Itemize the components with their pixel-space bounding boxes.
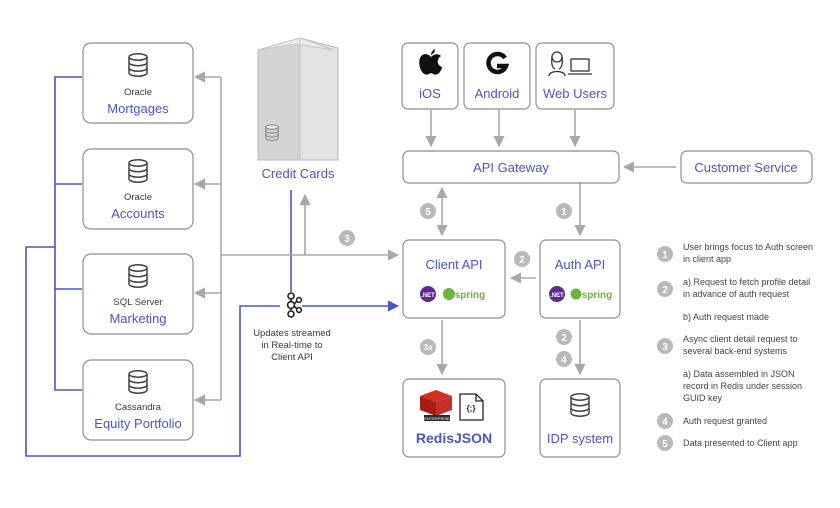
source-db-label: Cassandra <box>115 402 162 413</box>
source-db-label: Oracle <box>124 192 152 203</box>
legend-item: 1 User brings focus to Auth screen in cl… <box>657 242 813 264</box>
source-mortgages: Oracle Mortgages <box>82 42 194 124</box>
source-name: Accounts <box>111 206 165 221</box>
source-db-label: SQL Server <box>113 297 162 308</box>
kafka-icon <box>286 292 303 318</box>
source-marketing: SQL Server Marketing <box>82 253 194 335</box>
svg-text:3a: 3a <box>424 343 433 352</box>
svg-text:5: 5 <box>425 207 431 218</box>
stream-caption-line-1: Updates streamed <box>253 328 331 339</box>
apple-icon <box>419 49 442 75</box>
svg-text:3: 3 <box>344 234 350 245</box>
svg-text:3: 3 <box>662 342 668 353</box>
svg-text:5: 5 <box>662 439 668 450</box>
legend-item: b) Auth request made <box>683 312 769 322</box>
svg-text:a) Data assembled in JSON: a) Data assembled in JSON <box>683 369 795 379</box>
idp-label: IDP system <box>547 431 613 446</box>
stream-node: Updates streamed in Real-time to Client … <box>253 292 331 363</box>
auth-api: Auth API .NET spring <box>539 239 621 319</box>
legend-item: a) Data assembled in JSON record in Redi… <box>683 369 802 403</box>
source-name: Marketing <box>109 311 166 326</box>
step-badge-1: 1 <box>556 203 572 219</box>
legend-item: 3 Async client detail request to several… <box>657 334 798 356</box>
svg-text:2: 2 <box>519 255 525 266</box>
svg-text:spring: spring <box>582 290 613 301</box>
source-db-label: Oracle <box>124 87 152 98</box>
server-rack-icon <box>257 37 339 161</box>
source-name: Equity Portfolio <box>94 416 181 431</box>
client-label: iOS <box>419 86 441 101</box>
step-badge-4: 4 <box>556 351 572 367</box>
svg-text:User brings focus to Auth scre: User brings focus to Auth screen <box>683 242 813 252</box>
client-api-label: Client API <box>425 257 482 272</box>
source-equity-portfolio: Cassandra Equity Portfolio <box>82 359 194 441</box>
client-ios: iOS <box>401 42 459 110</box>
customer-service: Customer Service <box>680 150 813 184</box>
customer-service-label: Customer Service <box>694 160 797 175</box>
gray-arrows <box>193 71 676 406</box>
redisjson-label: RedisJSON <box>416 430 492 446</box>
redis-icon: ENTERPRISE <box>420 390 452 421</box>
api-gateway: API Gateway <box>402 150 620 184</box>
dotnet-icon: .NET <box>420 286 436 302</box>
svg-text:ENTERPRISE: ENTERPRISE <box>424 416 450 421</box>
stream-caption-line-3: Client API <box>271 352 313 363</box>
svg-text:4: 4 <box>662 417 668 428</box>
step-badge-3: 3 <box>339 230 355 246</box>
legend-item: 5 Data presented to Client app <box>657 435 798 451</box>
api-gateway-label: API Gateway <box>473 160 549 175</box>
legend-item: 4 Auth request granted <box>657 413 767 429</box>
step-badge-2-auth: 2 <box>556 329 572 345</box>
client-label: Android <box>475 86 520 101</box>
svg-text:record in Redis under session: record in Redis under session <box>683 381 802 391</box>
client-label: Web Users <box>543 86 608 101</box>
svg-text:Auth request granted: Auth request granted <box>683 416 767 426</box>
source-name: Mortgages <box>107 101 169 116</box>
step-badge-5: 5 <box>420 203 436 219</box>
dotnet-icon: .NET <box>549 286 565 302</box>
svg-text:a) Request to fetch profile de: a) Request to fetch profile detail <box>683 277 810 287</box>
svg-text:Data presented to Client app: Data presented to Client app <box>683 438 798 448</box>
credit-cards: Credit Cards <box>257 37 339 181</box>
json-file-icon: {;} <box>459 393 484 421</box>
svg-text:Async client detail request to: Async client detail request to <box>683 334 798 344</box>
client-api: Client API .NET spring <box>402 239 506 319</box>
svg-text:2: 2 <box>662 285 668 296</box>
source-to-stream-line <box>54 76 82 391</box>
legend: 1 User brings focus to Auth screen in cl… <box>657 242 813 451</box>
svg-text:several back-end systems: several back-end systems <box>683 346 788 356</box>
svg-text:spring: spring <box>455 290 486 301</box>
spring-icon: spring <box>443 288 485 301</box>
svg-text:1: 1 <box>561 207 567 218</box>
svg-text:GUID key: GUID key <box>683 393 723 403</box>
idp-system: IDP system <box>539 378 621 458</box>
svg-text:1: 1 <box>662 250 668 261</box>
svg-text:{;}: {;} <box>467 404 476 413</box>
svg-text:.NET: .NET <box>421 293 435 299</box>
blue-connectors <box>25 76 400 457</box>
client-web-users: Web Users <box>535 42 615 110</box>
svg-text:2: 2 <box>561 333 567 344</box>
step-badge-3a: 3a <box>420 339 436 355</box>
svg-text:b) Auth request made: b) Auth request made <box>683 312 769 322</box>
client-android: Android <box>463 42 531 110</box>
svg-text:.NET: .NET <box>550 293 564 299</box>
svg-text:in client app: in client app <box>683 254 731 264</box>
stream-caption-line-2: in Real-time to <box>261 340 322 351</box>
outer-bus-line <box>25 246 400 457</box>
source-accounts: Oracle Accounts <box>82 148 194 230</box>
web-user-icon <box>548 51 592 77</box>
google-icon <box>486 51 510 75</box>
svg-text:4: 4 <box>561 355 567 366</box>
step-badge-2: 2 <box>514 251 530 267</box>
legend-item: 2 a) Request to fetch profile detail in … <box>657 277 810 299</box>
credit-cards-label: Credit Cards <box>262 166 335 181</box>
svg-text:in advance of auth request: in advance of auth request <box>683 289 790 299</box>
spring-icon: spring <box>570 288 613 301</box>
auth-api-label: Auth API <box>555 257 606 272</box>
redisjson: ENTERPRISE {;} RedisJSON <box>402 378 506 458</box>
